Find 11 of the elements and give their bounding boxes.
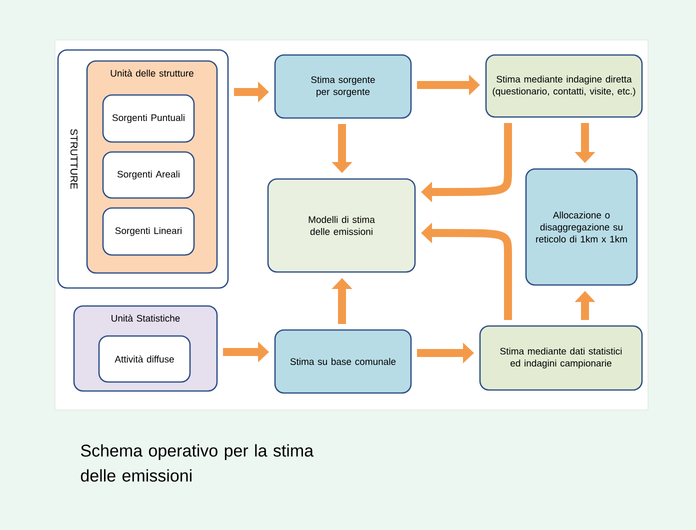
process-box: Modelli di stima delle emissioni: [267, 178, 416, 273]
caption: Schema operativo per la stima delle emissioni: [80, 444, 314, 482]
process-box: Stima mediante dati statistici ed indagini campionarie: [479, 325, 643, 391]
process-box: Stima sorgente per sorgente: [274, 54, 412, 119]
process-box: Attività diffuse: [98, 335, 191, 383]
process-box: Sorgenti Areali: [102, 151, 195, 199]
process-box: Allocazione o disaggregazione su reticolo di 1km x 1km: [525, 168, 638, 286]
process-box: Stima su base comunale: [274, 329, 412, 394]
process-box: Sorgenti Puntuali: [102, 94, 195, 143]
process-box: Sorgenti Lineari: [102, 207, 195, 256]
process-box: Stima mediante indagine diretta (questionario, contatti, visite, etc.): [485, 54, 643, 118]
